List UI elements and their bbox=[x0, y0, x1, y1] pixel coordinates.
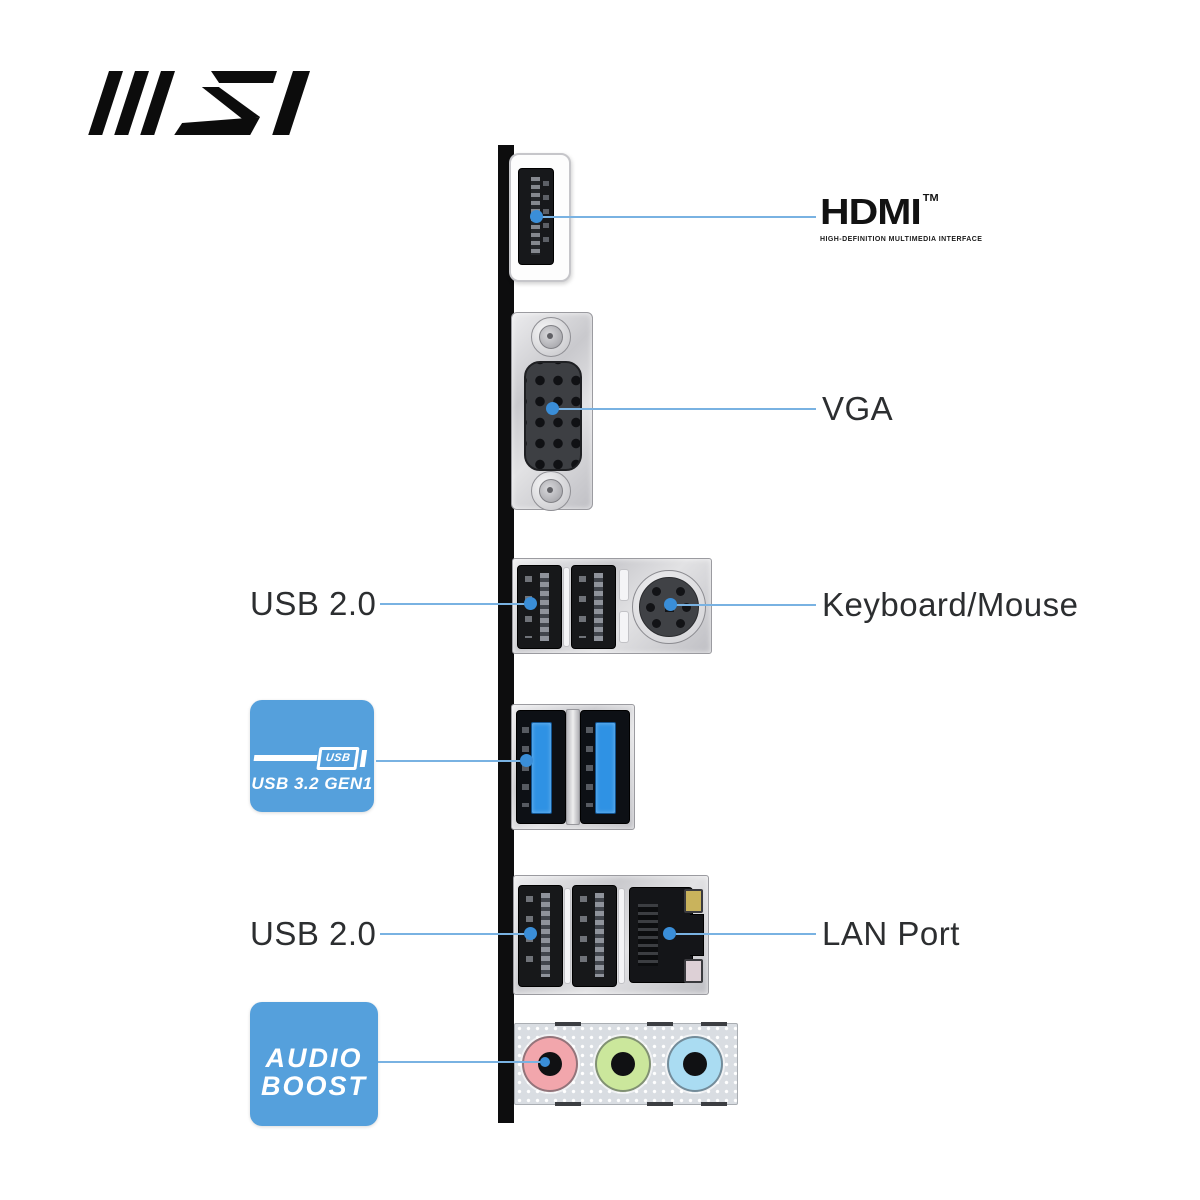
audio-plate-tick bbox=[701, 1102, 727, 1106]
lan-pin-ridges bbox=[638, 904, 658, 966]
vga-port bbox=[511, 312, 593, 511]
msi-logo-m-bar1 bbox=[88, 71, 123, 135]
divider-tab bbox=[564, 888, 571, 984]
vga-label: VGA bbox=[822, 390, 894, 427]
msi-logo-s-top bbox=[211, 71, 277, 83]
callout-dot-lan bbox=[663, 927, 676, 940]
msi-logo-m-bar3 bbox=[140, 71, 175, 135]
lan-label: LAN Port bbox=[822, 915, 960, 952]
usb2-port-3-tongue bbox=[541, 893, 550, 977]
hdmi-logo-subtitle: HIGH-DEFINITION MULTIMEDIA INTERFACE bbox=[820, 236, 983, 243]
ps2-pin-hole bbox=[646, 603, 655, 612]
vga-screw-bottom-pin bbox=[547, 487, 553, 493]
ps2-pin-hole bbox=[652, 619, 661, 628]
usb2-port-4-tongue bbox=[595, 893, 604, 977]
ps2-pin-hole bbox=[676, 619, 685, 628]
audio-jack-green-hole bbox=[611, 1052, 635, 1076]
usb2-top-label: USB 2.0 bbox=[250, 585, 377, 622]
msi-logo bbox=[88, 71, 310, 135]
divider-tab bbox=[563, 567, 570, 647]
io-panel-edge bbox=[498, 145, 514, 1123]
audio-jack-green-lineout bbox=[595, 1036, 651, 1092]
msi-logo-m-bar2 bbox=[114, 71, 149, 135]
usb2-port-1 bbox=[517, 565, 562, 649]
msi-logo-s-mid bbox=[201, 87, 261, 119]
vga-dsub-connector bbox=[524, 361, 582, 471]
audio-plate-tick bbox=[701, 1022, 727, 1026]
lan-led-top bbox=[684, 889, 703, 913]
callout-line-usb32 bbox=[376, 760, 524, 762]
callout-line-usb2-bottom bbox=[380, 933, 528, 935]
usb2-lan-block bbox=[513, 875, 709, 995]
usb2-ps2-block bbox=[512, 558, 712, 654]
callout-dot-hdmi bbox=[530, 210, 543, 223]
usb-connector-icon-plug: USB bbox=[316, 746, 360, 770]
usb2-bottom-label: USB 2.0 bbox=[250, 915, 377, 952]
usb-connector-icon-bar bbox=[253, 755, 318, 761]
lan-port-notch bbox=[690, 914, 704, 956]
divider-tab bbox=[619, 569, 629, 601]
vga-screw-bottom-mid bbox=[539, 479, 563, 503]
vga-screw-bottom bbox=[531, 471, 571, 511]
audio-boost-line2: BOOST bbox=[260, 1071, 367, 1102]
audio-boost-badge: AUDIO BOOST bbox=[250, 1002, 378, 1126]
usb3-block bbox=[511, 704, 635, 830]
usb3-divider bbox=[566, 709, 580, 825]
audio-plate-tick bbox=[555, 1022, 581, 1026]
ps2-port-inner bbox=[639, 577, 699, 637]
usb-connector-icon: USB bbox=[253, 746, 368, 770]
hdmi-trademark: TM bbox=[922, 193, 939, 204]
callout-line-lan bbox=[676, 933, 816, 935]
usb3-port-1-tongue bbox=[531, 722, 552, 814]
vga-screw-top-mid bbox=[539, 325, 563, 349]
audio-boost-badge-label: AUDIO BOOST bbox=[250, 1044, 378, 1101]
ps2-pin-hole bbox=[652, 587, 661, 596]
usb2-port-2-tongue bbox=[594, 573, 603, 641]
msi-logo-s-bot bbox=[174, 117, 261, 135]
audio-jack-blue-linein bbox=[667, 1036, 723, 1092]
usb3-port-1 bbox=[516, 710, 566, 824]
callout-dot-keyboard-mouse bbox=[664, 598, 677, 611]
divider-tab bbox=[618, 888, 625, 984]
usb3-port-2-tongue bbox=[595, 722, 616, 814]
usb3-port-1-contacts bbox=[522, 727, 529, 807]
callout-dot-usb2-top bbox=[524, 597, 537, 610]
audio-plate-tick bbox=[647, 1102, 673, 1106]
callout-dot-vga bbox=[546, 402, 559, 415]
audio-jack-blue-hole bbox=[683, 1052, 707, 1076]
callout-line-hdmi bbox=[540, 216, 816, 218]
ps2-pin-hole bbox=[682, 603, 691, 612]
audio-plate-tick bbox=[555, 1102, 581, 1106]
ps2-pin-hole bbox=[676, 587, 685, 596]
usb-connector-icon-cap bbox=[359, 749, 368, 767]
usb2-port-1-tongue bbox=[540, 573, 549, 641]
callout-line-vga bbox=[556, 408, 816, 410]
usb3-port-2-contacts bbox=[586, 727, 593, 807]
vga-screw-top bbox=[531, 317, 571, 357]
usb3-port-2 bbox=[580, 710, 630, 824]
callout-dot-usb32 bbox=[520, 754, 533, 767]
keyboard-mouse-label: Keyboard/Mouse bbox=[822, 586, 1079, 623]
callout-line-keyboard-mouse bbox=[676, 604, 816, 606]
msi-logo-i-bar bbox=[272, 71, 310, 135]
divider-tab bbox=[619, 611, 629, 643]
audio-plate-tick bbox=[647, 1022, 673, 1026]
usb32-badge-label: USB 3.2 GEN1 bbox=[251, 774, 373, 793]
usb2-port-4-contacts bbox=[580, 896, 587, 974]
lan-led-bottom bbox=[684, 959, 703, 983]
audio-boost-line1: AUDIO bbox=[265, 1043, 363, 1073]
callout-dot-audio bbox=[540, 1057, 550, 1067]
usb32-gen1-badge: USB USB 3.2 GEN1 bbox=[250, 700, 374, 812]
audio-jack-pink-mic bbox=[522, 1036, 578, 1092]
usb2-port-2-contacts bbox=[579, 576, 586, 638]
vga-screw-top-pin bbox=[547, 333, 553, 339]
usb2-port-4 bbox=[572, 885, 617, 987]
usb2-port-2 bbox=[571, 565, 616, 649]
callout-line-audio bbox=[378, 1061, 542, 1063]
callout-dot-usb2-bottom bbox=[524, 927, 537, 940]
audio-jack-block bbox=[514, 1022, 738, 1106]
callout-line-usb2-top bbox=[380, 603, 528, 605]
